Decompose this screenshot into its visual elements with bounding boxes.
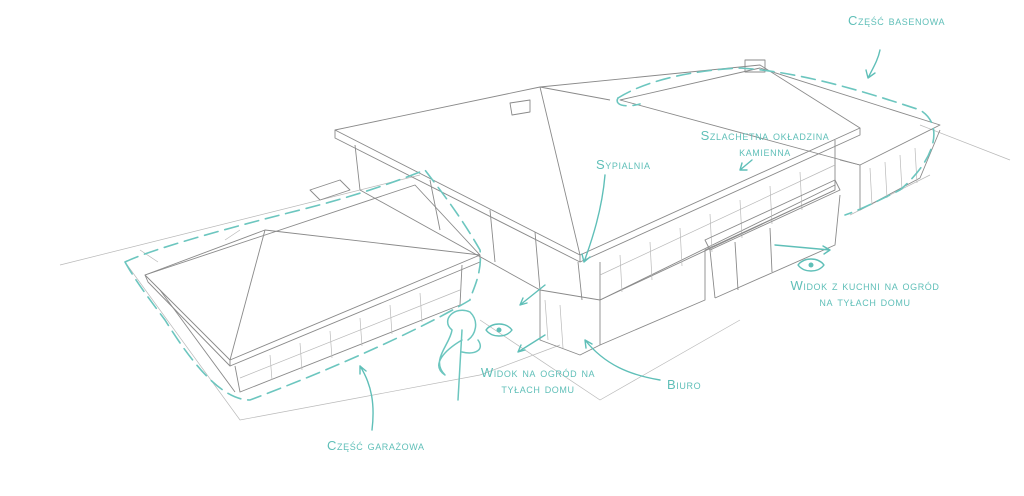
main-block — [334, 59, 861, 301]
label-pool-section: Część basenowa — [848, 13, 946, 28]
label-kitchen-view: Widok z kuchni na ogród na tyłach domu — [790, 278, 940, 309]
eye-icon-kitchen — [797, 258, 825, 272]
label-garage-section: Część garażowa — [327, 438, 425, 453]
label-garden-view: Widok na ogród na tyłach domu — [480, 365, 596, 396]
label-bedroom: Sypialnia — [596, 157, 651, 172]
lower-extension — [539, 179, 841, 356]
dashed-zone-outlines — [124, 67, 935, 401]
pool-wing — [619, 67, 941, 211]
label-office: Biuro — [667, 377, 702, 392]
label-stone-cladding: Szlachetna okładzina kamienna — [700, 128, 830, 159]
garage-wing — [144, 179, 481, 393]
tree-icon — [438, 309, 482, 401]
eye-icon — [485, 323, 513, 337]
arrow-icon — [359, 49, 881, 431]
